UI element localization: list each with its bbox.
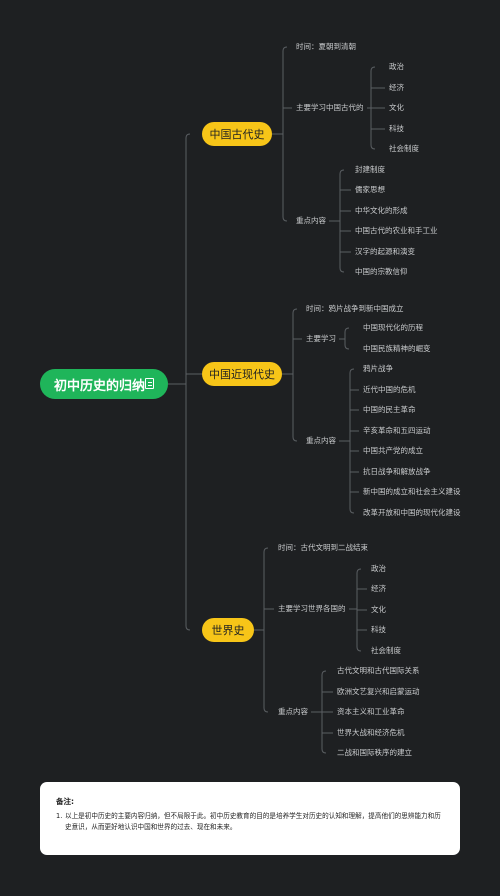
time-node[interactable]: 时间：鸦片战争到新中国成立 xyxy=(306,304,404,313)
key-item[interactable]: 鸦片战争 xyxy=(363,364,393,373)
key-item[interactable]: 儒家思想 xyxy=(355,185,385,194)
key-content-node[interactable]: 重点内容 xyxy=(296,216,326,225)
key-item[interactable]: 中国的民主革命 xyxy=(363,405,416,414)
key-item[interactable]: 中国古代的农业和手工业 xyxy=(355,226,438,235)
time-node[interactable]: 时间：古代文明到二战结束 xyxy=(278,543,368,552)
connector-line xyxy=(185,133,191,631)
key-item[interactable]: 二战和国际秩序的建立 xyxy=(337,748,412,757)
key-item[interactable]: 封建制度 xyxy=(355,165,385,174)
key-item[interactable]: 抗日战争和解放战争 xyxy=(363,467,431,476)
branch-node[interactable]: 中国古代史 xyxy=(202,122,272,146)
key-content-node[interactable]: 重点内容 xyxy=(306,436,336,445)
note-icon[interactable] xyxy=(145,378,154,389)
key-item[interactable]: 欧洲文艺复兴和启蒙运动 xyxy=(337,687,420,696)
study-item[interactable]: 中国现代化的历程 xyxy=(363,323,423,332)
connector-line xyxy=(282,46,288,222)
study-item[interactable]: 文化 xyxy=(389,103,404,112)
key-item[interactable]: 新中国的成立和社会主义建设 xyxy=(363,487,461,496)
study-item[interactable]: 中国民族精神的崛变 xyxy=(363,344,431,353)
branch-node[interactable]: 中国近现代史 xyxy=(202,362,282,386)
root-node[interactable]: 初中历史的归纳 xyxy=(40,369,168,399)
key-item[interactable]: 中国的宗教信仰 xyxy=(355,267,408,276)
notes-item: 1. 以上是初中历史的主要内容归纳，但不局限于此。初中历史教育的目的是培养学生对… xyxy=(56,811,444,833)
notes-item-text: 以上是初中历史的主要内容归纳，但不局限于此。初中历史教育的目的是培养学生对历史的… xyxy=(65,812,441,831)
notes-item-number: 1. xyxy=(56,812,63,820)
notes-title: 备注: xyxy=(56,797,74,806)
key-item[interactable]: 汉字的起源和演变 xyxy=(355,247,415,256)
key-content-node[interactable]: 重点内容 xyxy=(278,707,308,716)
study-item[interactable]: 社会制度 xyxy=(389,144,419,153)
study-item[interactable]: 文化 xyxy=(371,605,386,614)
key-item[interactable]: 世界大战和经济危机 xyxy=(337,728,405,737)
branch-node[interactable]: 世界史 xyxy=(202,618,254,642)
connector-line xyxy=(344,327,350,350)
study-item[interactable]: 政治 xyxy=(389,62,404,71)
key-item[interactable]: 辛亥革命和五四运动 xyxy=(363,426,431,435)
study-item[interactable]: 经济 xyxy=(371,584,386,593)
connector-line xyxy=(263,547,269,713)
key-item[interactable]: 古代文明和古代国际关系 xyxy=(337,666,420,675)
study-item[interactable]: 政治 xyxy=(371,564,386,573)
study-node[interactable]: 主要学习中国古代的 xyxy=(296,103,364,112)
connector-line xyxy=(349,368,355,514)
connector-line xyxy=(339,169,345,273)
study-node[interactable]: 主要学习世界各国的 xyxy=(278,604,346,613)
study-node[interactable]: 主要学习 xyxy=(306,334,336,343)
study-item[interactable]: 科技 xyxy=(389,124,404,133)
time-node[interactable]: 时间：夏朝到清朝 xyxy=(296,42,356,51)
key-item[interactable]: 近代中国的危机 xyxy=(363,385,416,394)
study-item[interactable]: 社会制度 xyxy=(371,646,401,655)
key-item[interactable]: 中国共产党的成立 xyxy=(363,446,423,455)
notes-panel: 备注: 1. 以上是初中历史的主要内容归纳，但不局限于此。初中历史教育的目的是培… xyxy=(40,782,460,855)
key-item[interactable]: 中华文化的形成 xyxy=(355,206,408,215)
key-item[interactable]: 改革开放和中国的现代化建设 xyxy=(363,508,461,517)
study-item[interactable]: 科技 xyxy=(371,625,386,634)
study-item[interactable]: 经济 xyxy=(389,83,404,92)
key-item[interactable]: 资本主义和工业革命 xyxy=(337,707,405,716)
connector-line xyxy=(292,308,298,442)
root-label: 初中历史的归纳 xyxy=(54,378,146,394)
